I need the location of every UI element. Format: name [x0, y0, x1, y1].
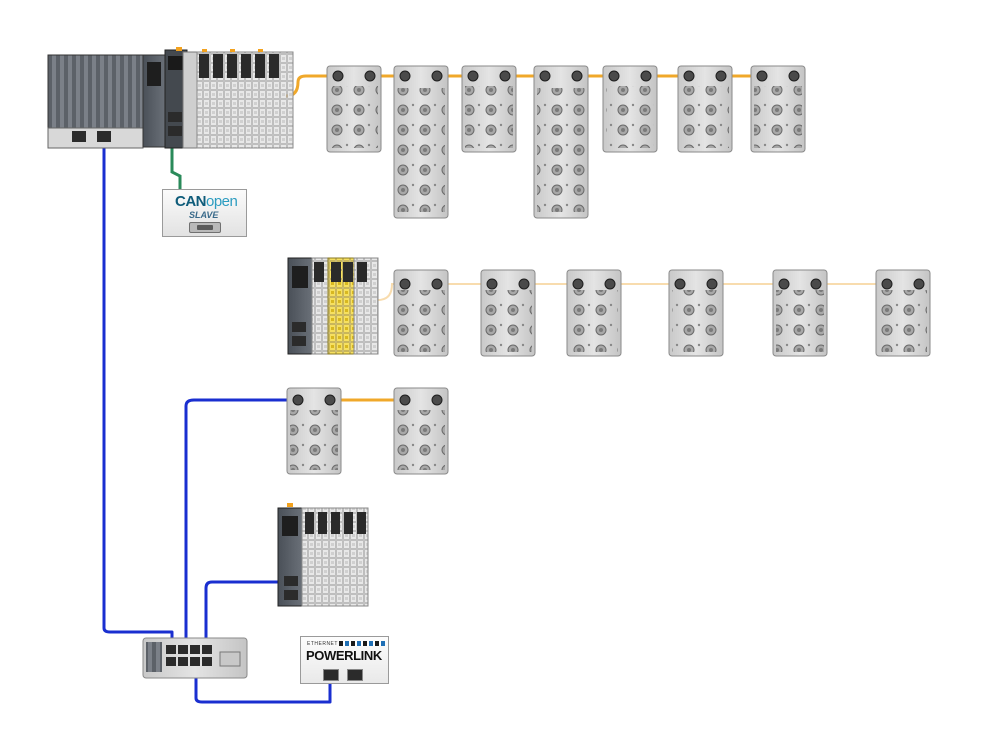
- ethernet-port[interactable]: [72, 131, 86, 142]
- powerlink-label: POWERLINK: [306, 648, 382, 663]
- powerlink-logo-bars: [339, 641, 385, 646]
- ethernet-port[interactable]: [97, 131, 111, 142]
- x67-module-row-2: [394, 270, 930, 356]
- ethernet-label: ETHERNET: [307, 641, 338, 647]
- ethernet-port[interactable]: [284, 576, 298, 586]
- x67-module-row-1: [327, 66, 805, 218]
- ethernet-port[interactable]: [284, 590, 298, 600]
- x67-io-module-large[interactable]: [394, 66, 448, 218]
- bus-controller-safety-station[interactable]: [288, 258, 378, 354]
- canopen-slave-interface[interactable]: CANopen SLAVE: [162, 189, 247, 237]
- dsub-connector[interactable]: [189, 222, 221, 233]
- ethernet-switch[interactable]: [143, 638, 247, 678]
- x20-bus-controller-station[interactable]: [278, 503, 368, 606]
- x67-io-module-large[interactable]: [534, 66, 588, 218]
- canopen-logo: CANopen: [175, 193, 237, 210]
- ethernet-port[interactable]: [323, 669, 339, 681]
- powerlink-interface[interactable]: ETHERNET POWERLINK: [300, 636, 389, 684]
- canopen-slave-label: SLAVE: [189, 210, 218, 220]
- plc-controller[interactable]: [48, 47, 293, 148]
- ethernet-port[interactable]: [347, 669, 363, 681]
